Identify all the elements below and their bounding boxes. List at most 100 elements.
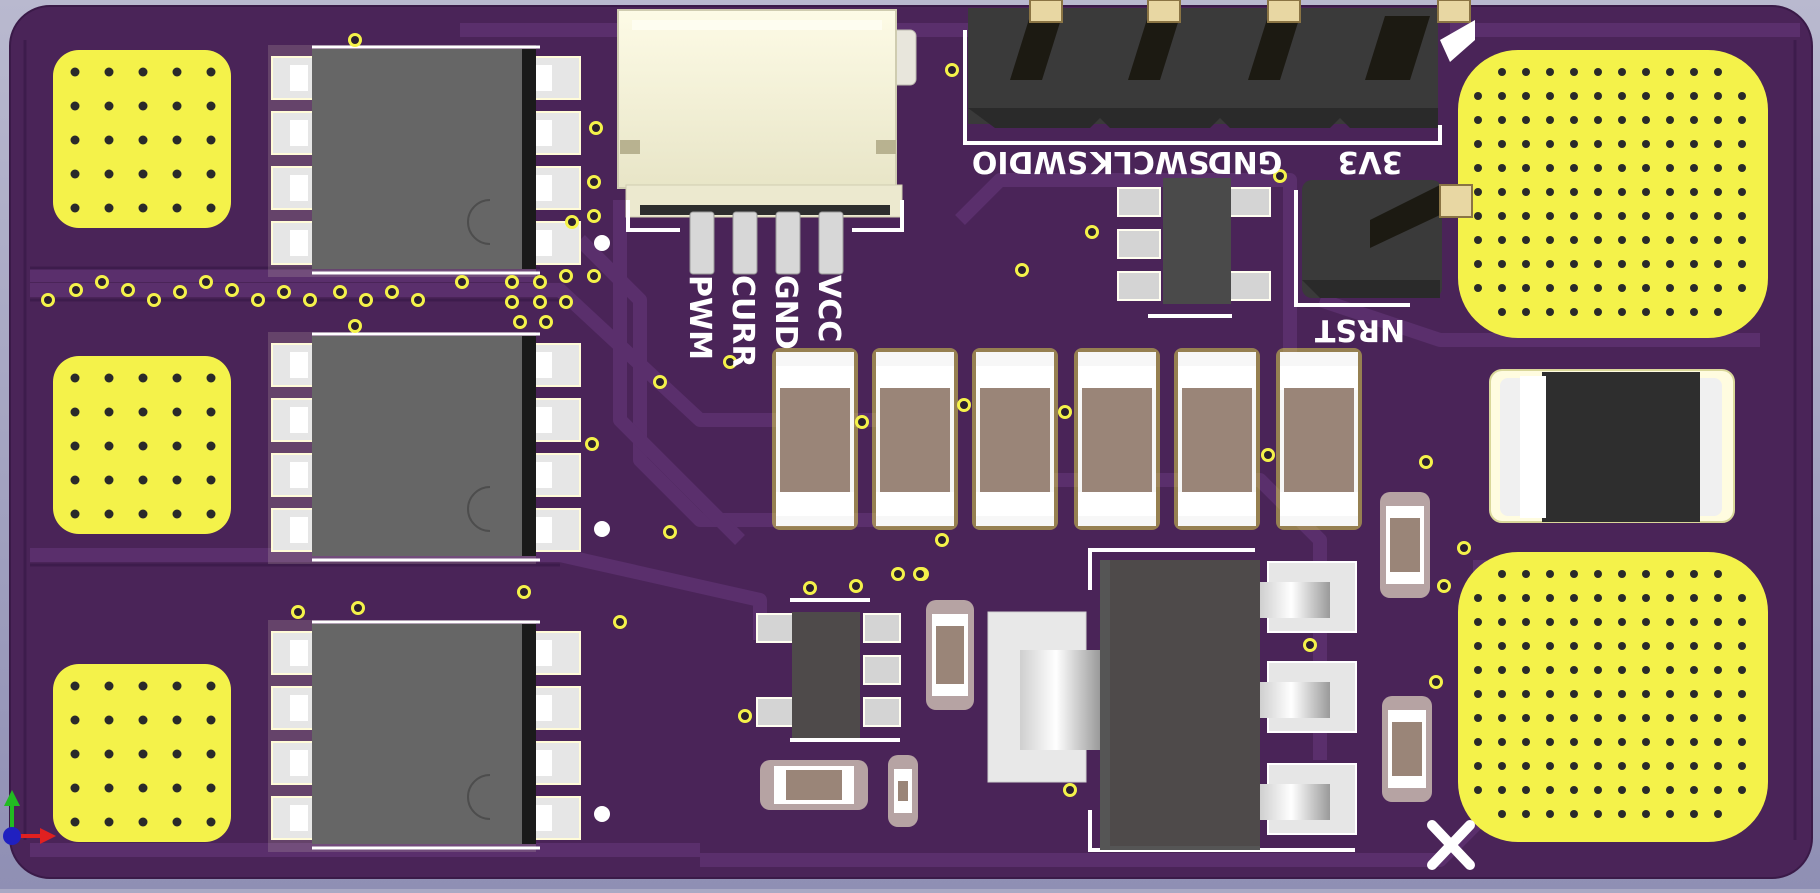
via-dot [138,715,148,725]
via-dot [138,67,148,77]
via-dot [172,135,182,145]
via-dot [1546,666,1554,674]
resistor [1382,696,1432,802]
via-dot [138,681,148,691]
label-pwm: PWM [682,275,717,360]
via-dot [1690,786,1698,794]
via-dot [1570,284,1578,292]
label-swclk: SWCLK [1089,144,1210,179]
via-dot [172,509,182,519]
via-dot [1522,738,1530,746]
via-dot [1642,140,1650,148]
via-dot [1474,164,1482,172]
via-dot [172,67,182,77]
via-dot [104,407,114,417]
via-dot [1714,642,1722,650]
via-dot [1546,810,1554,818]
via-dot [70,101,80,111]
via-dot [1474,666,1482,674]
via-dot [1570,260,1578,268]
via-dot [1570,92,1578,100]
via-dot [1666,642,1674,650]
via-dot [1642,92,1650,100]
via-dot [1618,236,1626,244]
via-dot [1474,140,1482,148]
via-dot [1498,308,1506,316]
via-dot [1642,308,1650,316]
via-dot [1666,714,1674,722]
via-dot [1618,68,1626,76]
via-dot [138,441,148,451]
via-dot [1522,164,1530,172]
via-dot [206,373,216,383]
via-dot [1522,140,1530,148]
via-dot [1714,762,1722,770]
via-dot [1618,618,1626,626]
via-dot [1474,260,1482,268]
via-dot [1594,666,1602,674]
via-dot [1618,116,1626,124]
via-dot [1522,786,1530,794]
via-dot [172,101,182,111]
via-dot [1594,714,1602,722]
via-dot [1546,738,1554,746]
via-dot [1738,284,1746,292]
via-dot [1618,92,1626,100]
via-dot [70,373,80,383]
via-dot [1666,116,1674,124]
via-dot [1498,642,1506,650]
via-dot [1498,666,1506,674]
via-dot [1546,618,1554,626]
via-dot [1666,284,1674,292]
nrst-header[interactable]: NRST [1294,180,1473,347]
via-dot [1594,786,1602,794]
capacitor-row [772,348,1362,530]
jst-connector[interactable] [617,9,917,275]
via-dot [1570,308,1578,316]
via-dot [1666,236,1674,244]
via-dot [1642,618,1650,626]
capacitor [872,348,958,530]
via-dot [70,441,80,451]
via-dot [1666,68,1674,76]
capacitor [972,348,1058,530]
via-dot [1594,810,1602,818]
via-dot [1474,642,1482,650]
via-dot [1690,260,1698,268]
power-pads-right [1458,50,1768,842]
via-dot [1738,260,1746,268]
via-dot [206,407,216,417]
via-dot [1474,690,1482,698]
resistors [760,492,1432,827]
via-dot [1474,594,1482,602]
via-dot [1594,618,1602,626]
resistor [888,755,918,827]
via-dot [1522,666,1530,674]
via-dot [1594,260,1602,268]
via-dot [1474,762,1482,770]
via-dot [206,67,216,77]
via-dot [1738,666,1746,674]
via-dot [1594,570,1602,578]
capacitor [1174,348,1260,530]
via-dot [1594,164,1602,172]
via-dot [1666,164,1674,172]
via-dot [1714,140,1722,148]
via-array [70,67,216,827]
via-dot [1570,116,1578,124]
via-dot [1690,140,1698,148]
via-dot [1498,714,1506,722]
via-dot [104,441,114,451]
via-dot [1474,738,1482,746]
via-dot [1738,140,1746,148]
via-dot [1546,284,1554,292]
via-dot [1594,188,1602,196]
via-dot [1714,714,1722,722]
debug-pin-header[interactable] [963,0,1475,145]
via-dot [1738,594,1746,602]
via-dot [104,101,114,111]
via-dot [1690,212,1698,220]
via-dot [1666,308,1674,316]
